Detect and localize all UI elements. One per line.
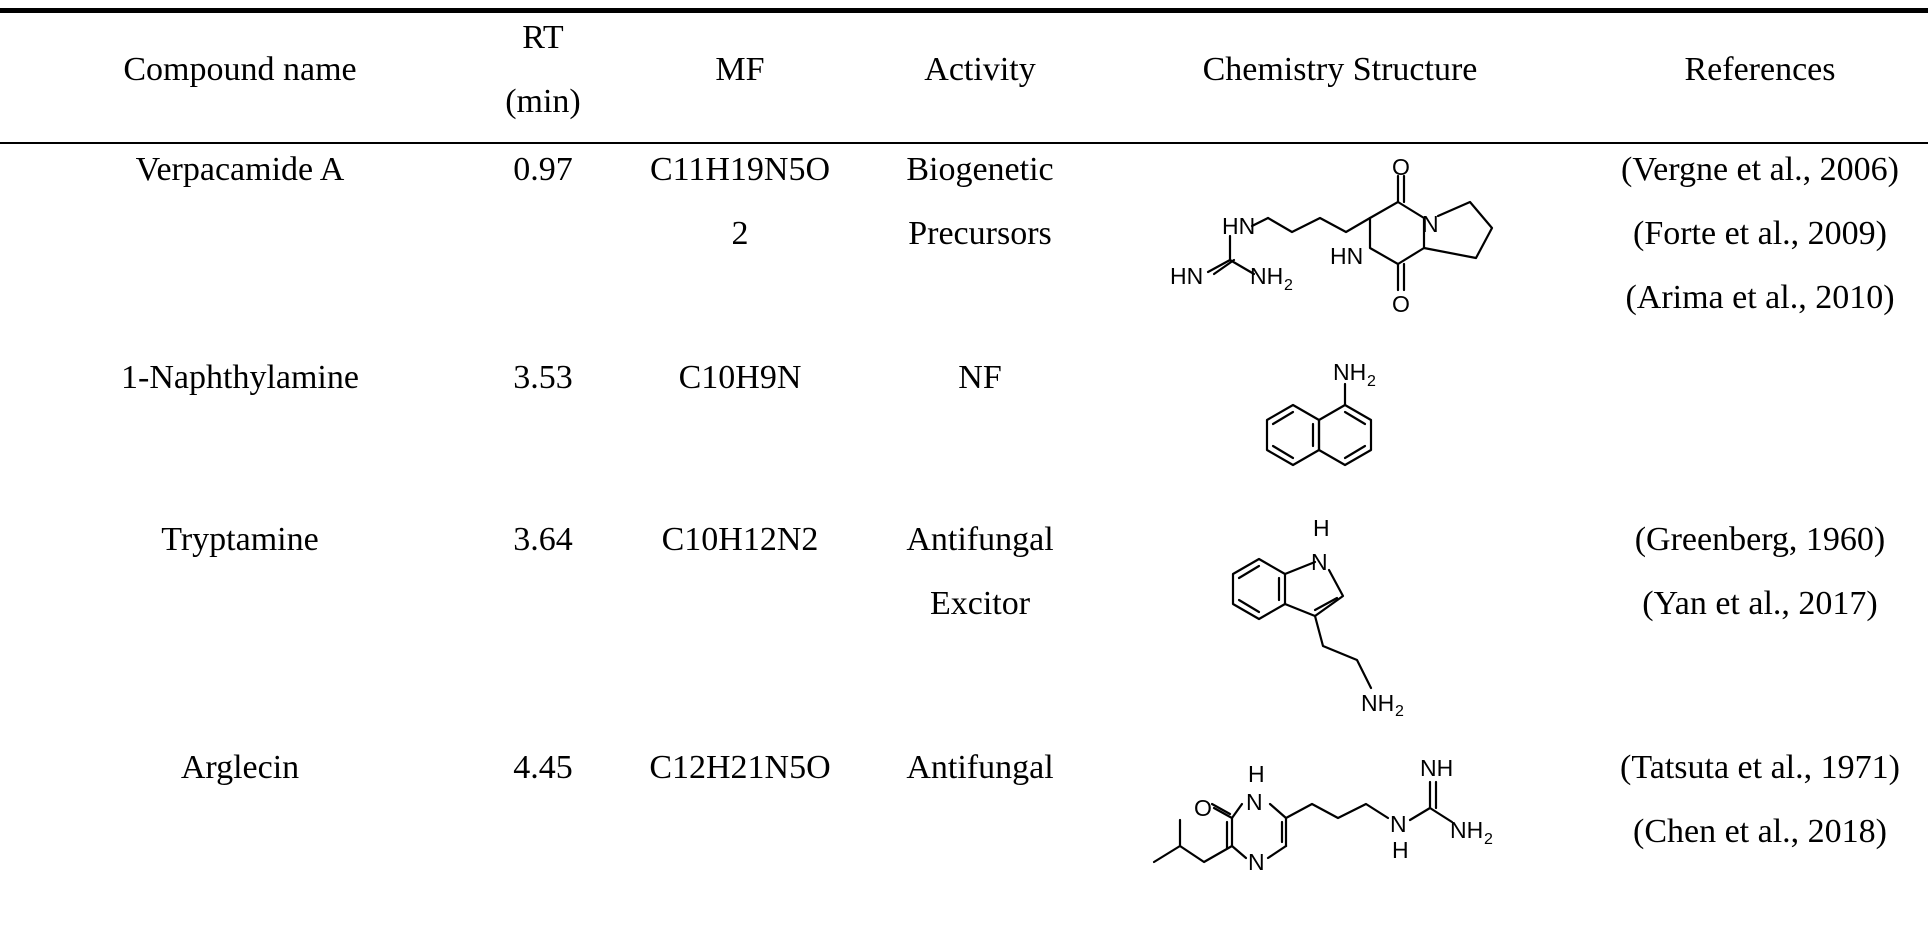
structure-label: N: [1248, 849, 1265, 875]
header-references: References: [1684, 51, 1836, 88]
structure-label: NH: [1361, 690, 1394, 716]
rt-cell: 3.53: [513, 359, 573, 396]
structure-label: NH: [1333, 359, 1366, 385]
reference-cell: (Chen et al., 2018): [1633, 813, 1887, 850]
structure-label: N: [1311, 549, 1328, 575]
mf-cell-line1: C11H19N5O: [649, 151, 831, 188]
structure-tryptamine: H N NH 2: [1225, 515, 1445, 720]
header-mf: MF: [715, 51, 765, 88]
structure-label: H: [1392, 837, 1409, 863]
structure-label: NH: [1450, 817, 1483, 843]
structure-label: HN: [1170, 263, 1203, 289]
header-rt-line1: RT: [522, 19, 564, 56]
structure-label: HN: [1222, 213, 1255, 239]
header-compound-name: Compound name: [123, 51, 357, 88]
structure-label: HN: [1330, 243, 1363, 269]
structure-label: O: [1392, 154, 1410, 180]
header-activity: Activity: [924, 51, 1036, 88]
structure-label: 2: [1284, 277, 1293, 294]
header-rt-line2: (min): [505, 83, 581, 120]
structure-label: N: [1422, 211, 1439, 237]
rt-cell: 3.64: [513, 521, 573, 558]
mf-cell-line2: 2: [731, 215, 749, 252]
table-top-rule: [0, 8, 1928, 13]
reference-cell: (Vergne et al., 2006): [1621, 151, 1899, 188]
mf-cell-line1: C10H12N2: [661, 521, 819, 558]
structure-verpacamide-a: O N HN HN HN NH 2 O: [1170, 150, 1510, 330]
structure-label: N: [1390, 811, 1407, 837]
compound-name-cell: Verpacamide A: [135, 151, 345, 188]
table-header-rule: [0, 142, 1928, 144]
structure-label: N: [1246, 789, 1263, 815]
structure-label: H: [1313, 515, 1330, 541]
activity-cell-line2: Excitor: [929, 585, 1031, 622]
mf-cell-line1: C10H9N: [678, 359, 802, 396]
rt-cell: 4.45: [513, 749, 573, 786]
compound-name-cell: Arglecin: [180, 749, 300, 786]
activity-cell-line1: Biogenetic: [906, 151, 1054, 188]
compound-name-cell: 1-Naphthylamine: [121, 359, 359, 396]
structure-label: 2: [1395, 703, 1404, 720]
reference-cell: (Tatsuta et al., 1971): [1620, 749, 1900, 786]
structure-label: O: [1392, 291, 1410, 317]
structure-label: O: [1194, 795, 1212, 821]
structure-label: 2: [1484, 831, 1493, 848]
structure-1-naphthylamine: NH 2: [1255, 356, 1415, 486]
reference-cell: (Yan et al., 2017): [1642, 585, 1878, 622]
activity-cell-line1: NF: [958, 359, 1002, 396]
reference-cell: (Arima et al., 2010): [1625, 279, 1895, 316]
activity-cell-line1: Antifungal: [906, 521, 1054, 558]
mf-cell-line1: C12H21N5O: [649, 749, 831, 786]
rt-cell: 0.97: [513, 151, 573, 188]
structure-arglecin: O H N N NH N H NH 2: [1130, 742, 1550, 902]
compound-name-cell: Tryptamine: [161, 521, 319, 558]
structure-label: 2: [1367, 373, 1376, 390]
structure-label: H: [1248, 761, 1265, 787]
structure-label: NH: [1250, 263, 1283, 289]
activity-cell-line2: Precursors: [908, 215, 1052, 252]
reference-cell: (Forte et al., 2009): [1633, 215, 1887, 252]
reference-cell: (Greenberg, 1960): [1634, 521, 1886, 558]
structure-label: NH: [1420, 755, 1453, 781]
activity-cell-line1: Antifungal: [906, 749, 1054, 786]
header-chemistry-structure: Chemistry Structure: [1202, 51, 1478, 88]
